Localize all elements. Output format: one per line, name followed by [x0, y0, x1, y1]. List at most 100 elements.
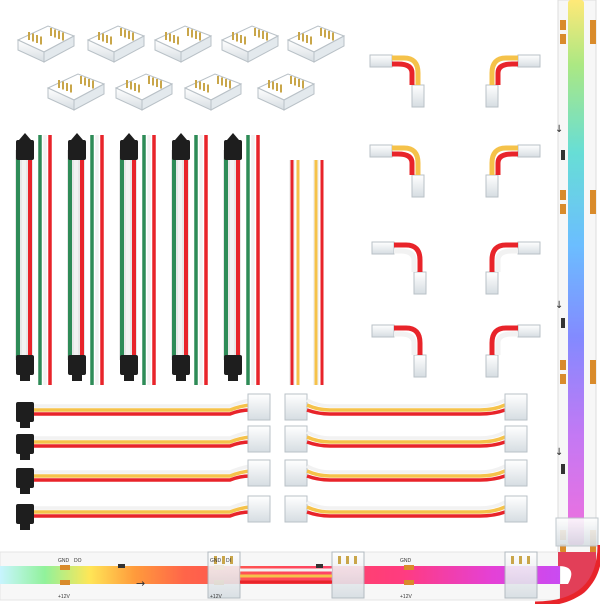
cable-end-clip: [284, 459, 308, 487]
jst-pigtail-group: [15, 133, 260, 385]
cable-end-clip: [504, 425, 528, 453]
jst-plug-left-icon: [16, 504, 34, 530]
vertical-led-strip: [557, 0, 597, 561]
resistor-chip: [561, 318, 565, 328]
straight-connector-9: [256, 73, 316, 111]
corner-connector-6: [485, 241, 541, 295]
solder-pad: [560, 374, 566, 384]
jst-plug-bottom-icon: [68, 355, 86, 381]
cable-wire: [306, 505, 506, 514]
straight-connector-6: [46, 73, 106, 111]
solder-pad: [590, 20, 596, 44]
jst-plug-top-icon: [68, 133, 86, 160]
cable-wire: [306, 403, 506, 412]
solder-pad: [590, 190, 596, 214]
two-wire-jumper: [289, 160, 324, 385]
solder-pad: [60, 580, 70, 585]
jst-plug-left-icon: [16, 434, 34, 460]
cable-wire: [34, 398, 251, 408]
jst-plug-top-icon: [16, 133, 34, 160]
cable-wire: [306, 408, 506, 416]
solder-pad: [560, 20, 566, 30]
straight-connector-4: [220, 25, 280, 63]
straight-connector-group: [16, 25, 346, 111]
jst-plug-bottom-icon: [172, 355, 190, 381]
solder-pad: [404, 565, 414, 570]
jst-plug-bottom-icon: [16, 355, 34, 381]
resistor-chip: [561, 464, 565, 474]
corner-connector-3: [369, 144, 425, 198]
solder-pad: [404, 580, 414, 585]
cable-wire: [306, 510, 506, 518]
cable-end-clip: [504, 495, 528, 523]
jst-plug-bottom-icon: [224, 355, 242, 381]
jst-plug-top-icon: [172, 133, 190, 160]
cable-wire: [34, 464, 251, 474]
cable-wire: [306, 440, 506, 448]
svg-text:↓: ↓: [555, 300, 563, 311]
solder-pad: [560, 204, 566, 214]
v12-label-2: +12V: [210, 594, 222, 600]
strip-clip-connectors: [207, 551, 538, 599]
cable-end-clip: [247, 425, 271, 453]
corner-connector-8: [485, 324, 541, 378]
cable-wire: [306, 469, 506, 478]
di-label: DI: [226, 558, 231, 564]
vertical-strip-pads: [555, 20, 599, 554]
direction-arrows: ↓ ↓ ↓: [555, 124, 563, 458]
direction-arrow-icon: →: [136, 577, 145, 590]
straight-connector-7: [114, 73, 174, 111]
svg-text:↓: ↓: [555, 124, 563, 135]
cable-wire: [34, 500, 251, 510]
cable-end-clip: [247, 393, 271, 421]
straight-connector-3: [153, 25, 213, 63]
cable-end-clip: [284, 393, 308, 421]
bottom-strip-labels: GND +12V DO GND DI +12V GND +12V: [58, 558, 412, 600]
corner-connector-5: [371, 241, 427, 295]
solder-pad: [560, 360, 566, 370]
jst-plug-top-icon: [224, 133, 242, 160]
corner-connector-1: [369, 54, 425, 108]
solder-pad: [60, 565, 70, 570]
cable-wire: [306, 474, 506, 482]
vertical-strip-clip: [555, 517, 599, 547]
resistor-chip: [316, 564, 323, 568]
svg-text:↓: ↓: [555, 447, 563, 458]
resistor-chip: [561, 150, 565, 160]
solder-pad: [560, 34, 566, 44]
l-corner-connector-group: [369, 54, 541, 378]
jst-plug-left-icon: [16, 468, 34, 494]
cable-end-clip: [247, 459, 271, 487]
cable-wire: [306, 464, 506, 474]
cable-end-clip: [284, 425, 308, 453]
extension-cable-group: [16, 393, 528, 530]
v12-label: +12V: [58, 594, 70, 600]
jst-plug-bottom-icon: [120, 355, 138, 381]
solder-pad: [590, 360, 596, 384]
gnd-label: GND: [58, 558, 70, 564]
cable-end-clip: [247, 495, 271, 523]
cable-wire: [306, 430, 506, 440]
straight-connector-2: [86, 25, 146, 63]
cable-end-clip: [284, 495, 308, 523]
cable-wire: [306, 500, 506, 510]
do-label: DO: [74, 558, 82, 564]
straight-connector-1: [16, 25, 76, 63]
cable-end-clip: [504, 393, 528, 421]
cable-end-clip: [504, 459, 528, 487]
solder-pad: [560, 544, 566, 554]
gnd-label-2: GND: [210, 558, 222, 564]
jst-plug-top-icon: [120, 133, 138, 160]
solder-pad: [560, 190, 566, 200]
cable-wire: [34, 430, 251, 440]
v12-label-3: +12V: [400, 594, 412, 600]
resistor-chip: [118, 564, 125, 568]
jst-plug-left-icon: [16, 402, 34, 428]
cable-wire: [306, 435, 506, 444]
corner-connector-7: [371, 324, 427, 378]
corner-connector-2: [485, 54, 541, 108]
gnd-label-3: GND: [400, 558, 412, 564]
cable-wire: [306, 398, 506, 408]
straight-connector-5: [286, 25, 346, 63]
